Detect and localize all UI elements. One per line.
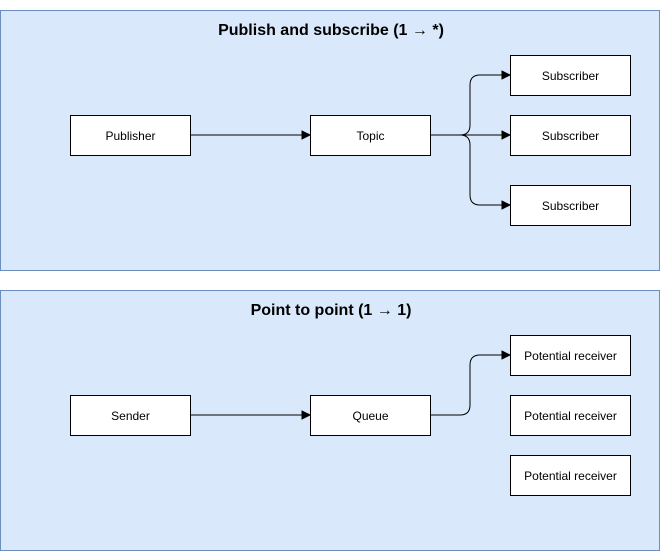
- subscriber-node-3[interactable]: Subscriber: [510, 185, 631, 226]
- p2p-title: Point to point (1 → 1): [250, 302, 412, 319]
- subscriber-node-1[interactable]: Subscriber: [510, 55, 631, 96]
- sender-node[interactable]: Sender: [70, 395, 191, 436]
- subscriber-node-2[interactable]: Subscriber: [510, 115, 631, 156]
- topic-node[interactable]: Topic: [310, 115, 431, 156]
- publisher-node[interactable]: Publisher: [70, 115, 191, 156]
- receiver-node-1[interactable]: Potential receiver: [510, 335, 631, 376]
- receiver-node-2[interactable]: Potential receiver: [510, 395, 631, 436]
- queue-node[interactable]: Queue: [310, 395, 431, 436]
- pubsub-title: Publish and subscribe (1 → *): [218, 22, 444, 39]
- receiver-node-3[interactable]: Potential receiver: [510, 455, 631, 496]
